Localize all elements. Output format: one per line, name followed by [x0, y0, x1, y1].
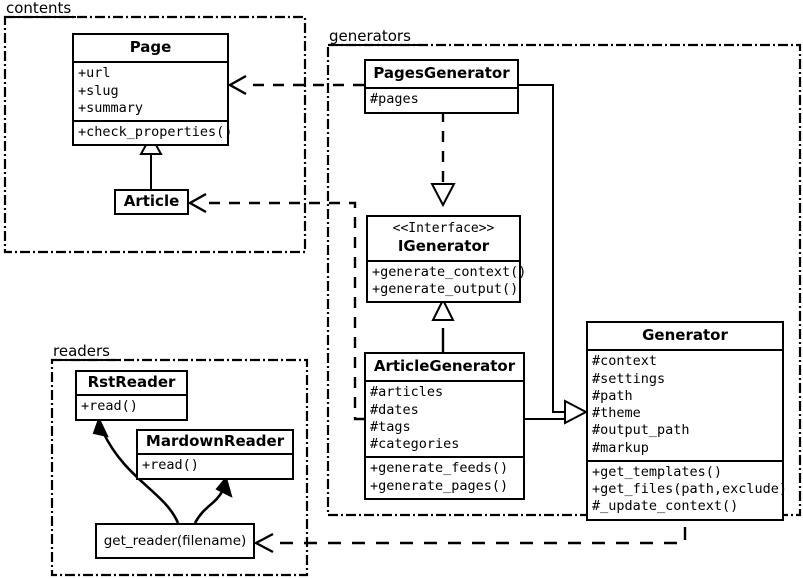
class-box-mardown-reader[interactable]: MardownReader +read(): [136, 429, 294, 480]
dependency-line-articlegenerator-article: [205, 201, 364, 421]
class-methods-generator: +get_templates() +get_files(path,exclude…: [588, 459, 788, 519]
attribute-item: +summary: [78, 99, 144, 116]
class-methods-article-generator: +generate_feeds() +generate_pages(): [366, 456, 523, 498]
class-name-igenerator: IGenerator: [397, 236, 490, 255]
class-name-generator: Generator: [642, 326, 728, 344]
attribute-item: #dates: [370, 401, 419, 418]
attribute-item: +url: [78, 65, 111, 82]
method-item: +generate_output(): [372, 281, 519, 298]
attribute-item: #pages: [370, 91, 419, 108]
class-attributes-page: +url +slug +summary: [74, 61, 227, 120]
function-label-get-reader: get_reader(filename): [103, 533, 247, 549]
curved-arrow-getreader-mardownreader: [193, 489, 225, 524]
class-name-mardown-reader: MardownReader: [145, 432, 285, 450]
curved-arrowhead-rstreader: [92, 416, 109, 438]
generalization-line-pagesgenerator-generator: [519, 84, 566, 413]
dependency-arrowhead-generator-getreader: [253, 532, 274, 554]
class-attributes-generator: #context #settings #path #theme #output_…: [588, 349, 782, 460]
dependency-arrowhead-articlegenerator-article: [187, 192, 207, 214]
class-name-article-generator: ArticleGenerator: [373, 357, 516, 375]
class-box-generator[interactable]: Generator #context #settings #path #them…: [586, 321, 788, 521]
class-stereotype-igenerator: <<Interface>>: [392, 221, 495, 236]
class-box-page[interactable]: Page +url +slug +summary +check_properti…: [72, 33, 233, 147]
class-box-article-generator[interactable]: ArticleGenerator #articles #dates #tags …: [364, 352, 525, 500]
method-item: +check_properties(): [78, 124, 233, 141]
method-item: +get_templates(): [592, 463, 723, 480]
attribute-item: #markup: [592, 439, 649, 456]
attribute-item: #theme: [592, 405, 641, 422]
attribute-item: #settings: [592, 370, 666, 387]
attribute-item: #articles: [370, 384, 444, 401]
class-box-rst-reader[interactable]: RstReader +read(): [75, 370, 188, 421]
class-box-igenerator[interactable]: <<Interface>> IGenerator +generate_conte…: [366, 215, 527, 304]
method-item: +generate_pages(): [370, 477, 509, 494]
class-methods-mardown-reader: +read(): [138, 453, 292, 477]
class-box-article[interactable]: Article: [114, 189, 189, 216]
method-item: +generate_context(): [372, 263, 527, 280]
package-label-readers: readers: [53, 342, 110, 360]
attribute-item: #context: [592, 353, 658, 370]
method-item: +read(): [142, 457, 199, 474]
class-name-article: Article: [123, 192, 180, 210]
generalization-arrowhead-generator: [564, 399, 589, 425]
method-item: +read(): [81, 398, 138, 415]
class-attributes-pages-generator: #pages: [366, 87, 517, 111]
class-name-rst-reader: RstReader: [87, 373, 176, 391]
class-attributes-article-generator: #articles #dates #tags #categories: [366, 380, 523, 456]
package-label-generators: generators: [329, 27, 411, 45]
class-name-page: Page: [129, 38, 172, 56]
attribute-item: #tags: [370, 418, 411, 435]
function-box-get-reader[interactable]: get_reader(filename): [95, 523, 255, 559]
class-box-pages-generator[interactable]: PagesGenerator #pages: [364, 59, 519, 114]
class-name-pages-generator: PagesGenerator: [373, 64, 510, 82]
attribute-item: #output_path: [592, 422, 690, 439]
method-item: #_update_context(): [592, 498, 739, 515]
method-item: +get_files(path,exclude): [592, 481, 788, 498]
curved-arrowhead-mardownreader: [215, 475, 233, 498]
attribute-item: #path: [592, 387, 633, 404]
class-methods-page: +check_properties(): [74, 120, 233, 144]
class-methods-rst-reader: +read(): [77, 394, 186, 418]
attribute-item: #categories: [370, 436, 460, 453]
method-item: +generate_feeds(): [370, 460, 509, 477]
class-header-igenerator: <<Interface>> IGenerator: [368, 217, 519, 260]
dependency-arrowhead-pagesgenerator-page: [227, 74, 247, 96]
realization-arrowhead-pagesgenerator-igenerator: [430, 183, 456, 208]
attribute-item: +slug: [78, 82, 119, 99]
package-label-contents: contents: [6, 0, 72, 17]
class-methods-igenerator: +generate_context() +generate_output(): [368, 259, 527, 302]
